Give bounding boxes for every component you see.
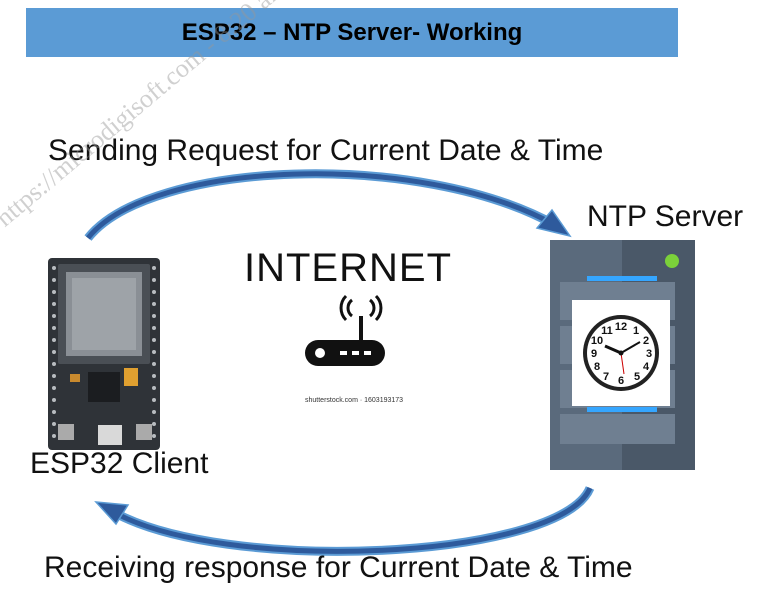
request-arrow [84,169,572,241]
response-arrow [94,485,595,556]
svg-text:7: 7 [603,371,609,383]
svg-text:11: 11 [601,325,613,337]
svg-text:1: 1 [633,325,639,337]
clock-icon: 12 1 2 3 4 5 6 7 8 9 10 11 [583,315,659,391]
wifi-router-icon [305,294,385,366]
client-label: ESP32 Client [30,447,209,480]
svg-text:8: 8 [594,361,600,373]
svg-text:2: 2 [643,335,649,347]
svg-text:12: 12 [615,321,627,333]
server-label: NTP Server [587,200,744,233]
title-bar: ESP32 – NTP Server- Working [26,8,678,57]
svg-text:3: 3 [646,348,652,360]
internet-label: INTERNET [244,246,452,290]
response-label: Receiving response for Current Date & Ti… [44,551,633,584]
svg-text:5: 5 [634,371,640,383]
router-credit: shutterstock.com · 1603193173 [305,397,404,404]
server-led [665,254,679,268]
request-label: Sending Request for Current Date & Time [48,134,604,167]
svg-text:4: 4 [643,361,650,373]
response-arrowhead [94,501,130,526]
esp32-board-icon [48,258,160,450]
svg-text:10: 10 [591,335,603,347]
svg-text:6: 6 [618,375,624,387]
svg-text:9: 9 [591,348,597,360]
request-arrowhead [535,208,572,238]
diagram-title: ESP32 – NTP Server- Working [181,18,523,46]
